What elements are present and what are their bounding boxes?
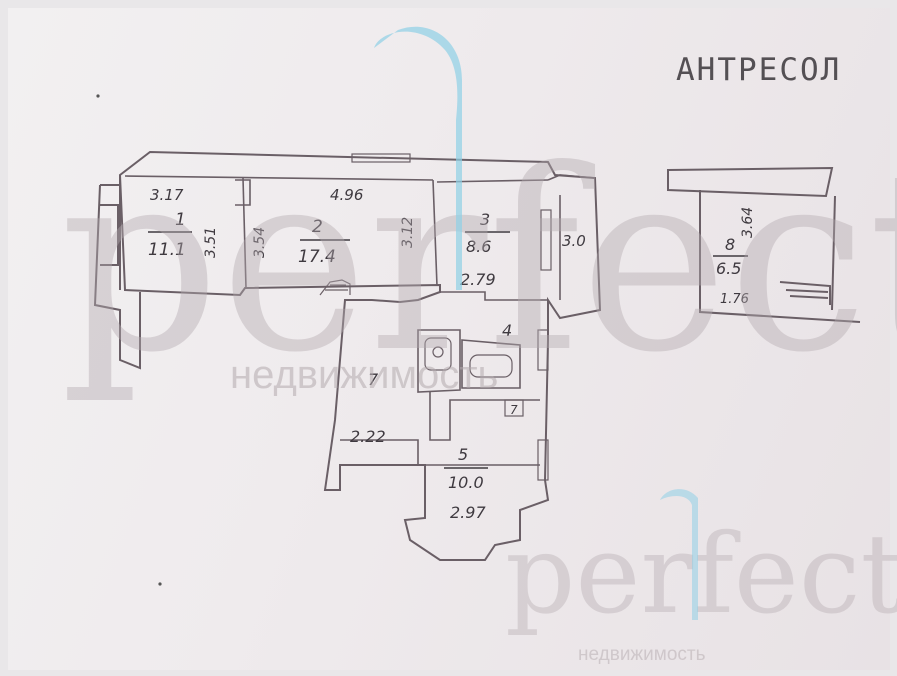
room-7-dim: 2.22 (350, 427, 386, 446)
room-5-area: 10.0 (448, 473, 484, 492)
interior-walls (124, 174, 596, 466)
room-1-number: 1 (175, 210, 186, 230)
watermark-blue-accent-small (660, 489, 698, 620)
balcony-area: 3.0 (562, 232, 586, 250)
room-5-dim: 2.97 (450, 503, 486, 522)
room-3-dim: 2.79 (460, 270, 496, 289)
room-8-area: 6.5 (716, 259, 741, 278)
room-1-dim-b: 3.51 (203, 227, 219, 258)
staircase (319, 279, 524, 417)
room-3-area: 8.6 (466, 237, 491, 256)
windows (351, 153, 552, 481)
watermark-tagline: недвижимость (230, 353, 498, 397)
watermark-tagline-small: недвижимость (578, 644, 706, 665)
watermark-brand-small: perfect (505, 510, 897, 638)
exterior-walls (93, 150, 602, 561)
watermark-brand: perfect (60, 116, 897, 407)
room-2-dim-c: 3.12 (400, 217, 416, 248)
room-labels: 3.17 1 11.1 3.51 3.54 4.96 2 17.4 3.12 3… (148, 186, 756, 522)
room-2-area: 17.4 (298, 247, 336, 267)
room-8-dim-a: 3.64 (740, 207, 756, 238)
room-2-dim-b: 3.54 (252, 227, 268, 258)
watermark-primary: perfect недвижимость (60, 26, 897, 407)
room-7-number: 7 (368, 370, 379, 389)
room-1-dim-a: 3.17 (150, 186, 184, 204)
room-8-number: 8 (725, 235, 735, 254)
watermark-blue-accent (374, 26, 462, 291)
paper-speck (96, 94, 100, 98)
room-4-number: 4 (502, 321, 512, 340)
room-5-number: 5 (458, 445, 468, 464)
room-2-number: 2 (312, 217, 323, 237)
mezzanine-heading: АНТРЕСОЛ (676, 52, 842, 88)
stair-mark: 7 (510, 403, 518, 417)
room-8-dim-b: 1.76 (720, 292, 749, 307)
watermark-secondary: perfect недвижимость (505, 489, 897, 665)
room-2-dim-a: 4.96 (330, 186, 363, 204)
paper-speck (158, 582, 162, 586)
mezzanine-walls (667, 166, 861, 323)
room-1-area: 11.1 (148, 240, 186, 260)
room-3-number: 3 (480, 210, 490, 229)
bathroom-fixtures (424, 337, 513, 378)
